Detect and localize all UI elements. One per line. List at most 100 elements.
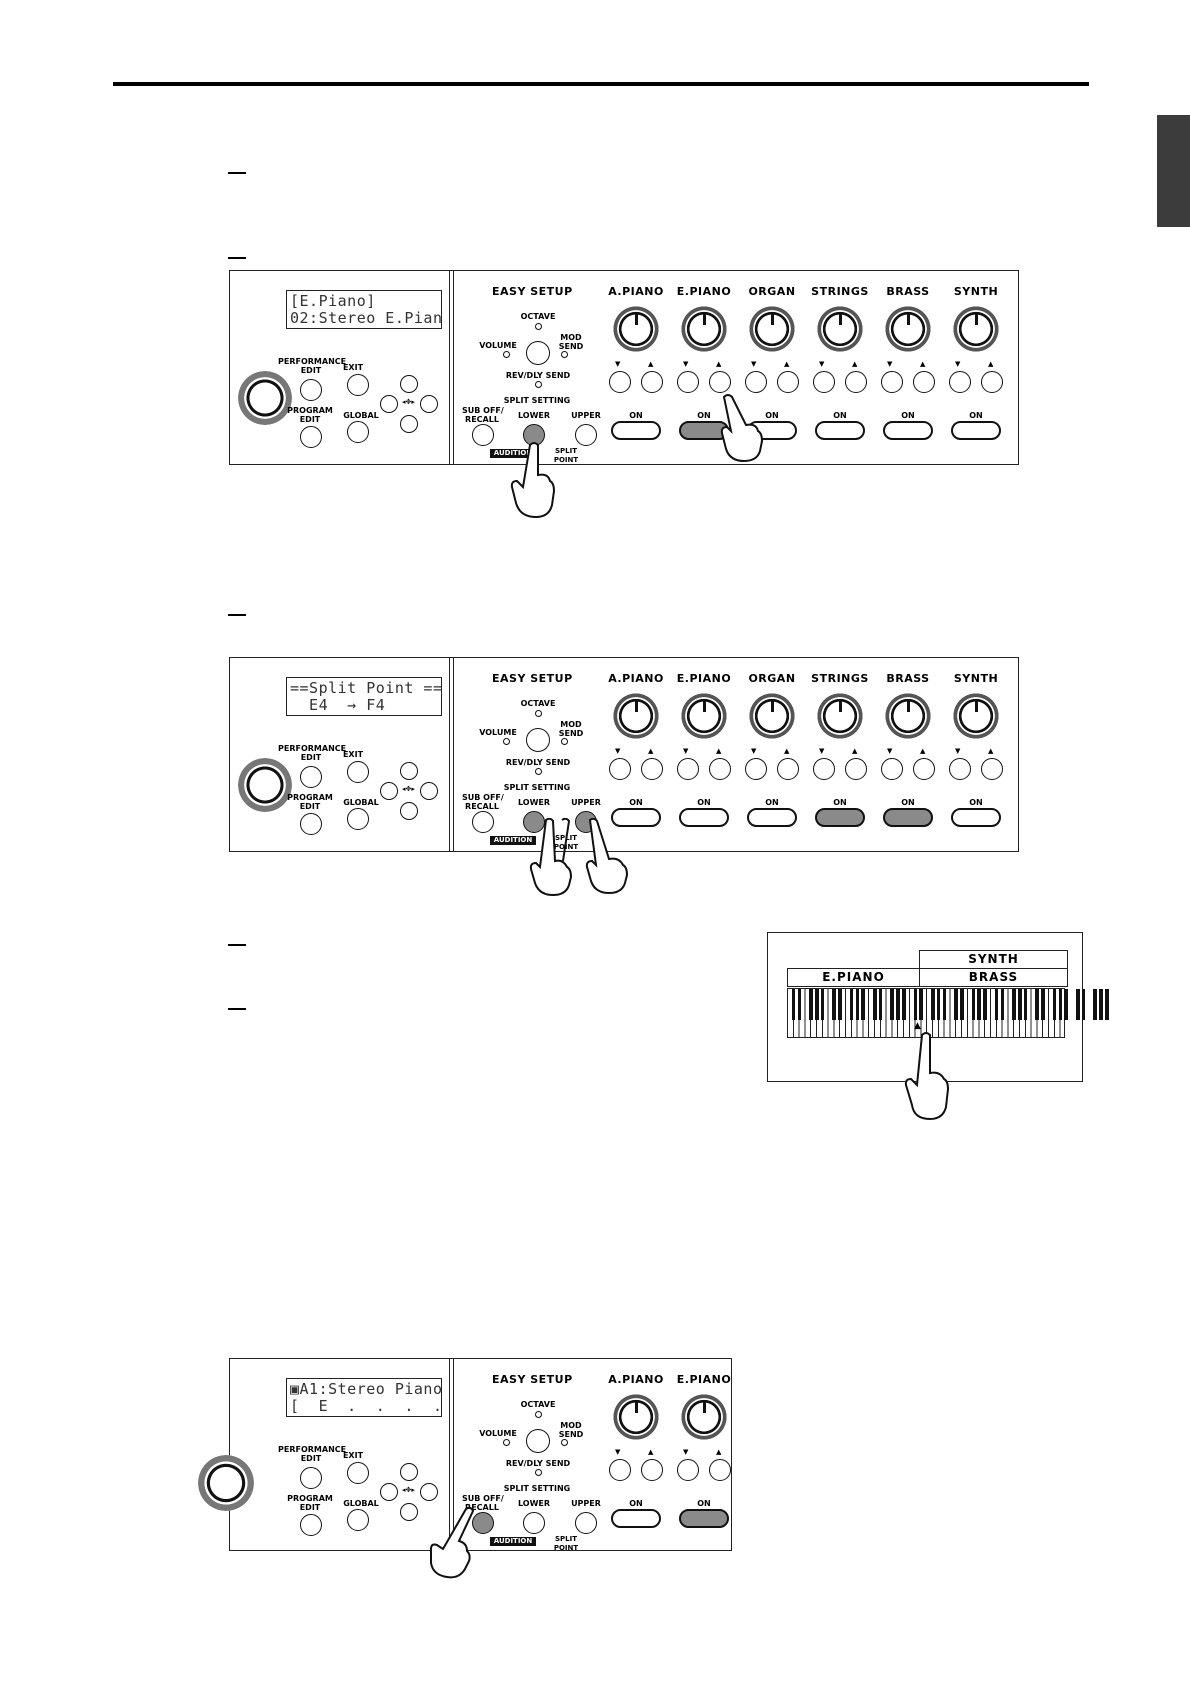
lower-button[interactable] bbox=[523, 1512, 545, 1534]
cursor-down-button[interactable] bbox=[400, 415, 418, 433]
black-key[interactable] bbox=[1105, 989, 1109, 1020]
timbre-on-button[interactable] bbox=[611, 808, 661, 827]
variation-up-button[interactable] bbox=[709, 758, 731, 780]
upper-button[interactable] bbox=[575, 811, 597, 833]
black-key[interactable] bbox=[1041, 989, 1045, 1020]
sub-off-recall-button[interactable] bbox=[472, 811, 494, 833]
timbre-knob[interactable] bbox=[952, 692, 1000, 740]
black-key[interactable] bbox=[832, 989, 836, 1020]
black-key[interactable] bbox=[878, 989, 883, 1020]
timbre-on-button[interactable] bbox=[815, 421, 865, 440]
black-key[interactable] bbox=[913, 989, 918, 1020]
black-key[interactable] bbox=[873, 989, 877, 1020]
cursor-down-button[interactable] bbox=[400, 802, 418, 820]
black-key[interactable] bbox=[1099, 989, 1103, 1020]
variation-up-button[interactable] bbox=[709, 1459, 731, 1481]
variation-down-button[interactable] bbox=[609, 371, 631, 393]
black-key[interactable] bbox=[890, 989, 894, 1020]
black-key[interactable] bbox=[960, 989, 964, 1020]
variation-up-button[interactable] bbox=[913, 758, 935, 780]
variation-down-button[interactable] bbox=[881, 371, 903, 393]
black-key[interactable] bbox=[1076, 989, 1080, 1020]
cursor-up-button[interactable] bbox=[400, 375, 418, 393]
variation-up-button[interactable] bbox=[709, 371, 731, 393]
black-key[interactable] bbox=[1093, 989, 1097, 1020]
program-edit-button[interactable] bbox=[300, 1514, 322, 1536]
timbre-on-button[interactable] bbox=[747, 421, 797, 440]
black-key[interactable] bbox=[931, 989, 935, 1020]
variation-up-button[interactable] bbox=[641, 371, 663, 393]
cursor-left-button[interactable] bbox=[380, 1483, 398, 1501]
cursor-down-button[interactable] bbox=[400, 1503, 418, 1521]
lower-button[interactable] bbox=[523, 424, 545, 446]
variation-down-button[interactable] bbox=[677, 371, 699, 393]
variation-down-button[interactable] bbox=[813, 371, 835, 393]
global-button[interactable] bbox=[347, 421, 369, 443]
lower-button[interactable] bbox=[523, 811, 545, 833]
timbre-knob[interactable] bbox=[680, 305, 728, 353]
black-key[interactable] bbox=[942, 989, 947, 1020]
black-key[interactable] bbox=[797, 989, 802, 1020]
performance-edit-button[interactable] bbox=[300, 766, 322, 788]
black-key[interactable] bbox=[861, 989, 865, 1020]
global-button[interactable] bbox=[347, 1509, 369, 1531]
timbre-on-button[interactable] bbox=[611, 1509, 661, 1528]
black-key[interactable] bbox=[983, 989, 987, 1020]
black-key[interactable] bbox=[1081, 989, 1086, 1020]
black-key[interactable] bbox=[977, 989, 981, 1020]
easy-setup-select-button[interactable] bbox=[526, 728, 550, 752]
variation-down-button[interactable] bbox=[745, 758, 767, 780]
program-edit-button[interactable] bbox=[300, 813, 322, 835]
black-key[interactable] bbox=[1023, 989, 1028, 1020]
performance-edit-button[interactable] bbox=[300, 379, 322, 401]
timbre-on-button[interactable] bbox=[951, 808, 1001, 827]
black-key[interactable] bbox=[936, 989, 941, 1020]
exit-button[interactable] bbox=[347, 761, 369, 783]
timbre-on-button[interactable] bbox=[747, 808, 797, 827]
timbre-knob[interactable] bbox=[884, 692, 932, 740]
black-key[interactable] bbox=[994, 989, 999, 1020]
black-key[interactable] bbox=[1058, 989, 1063, 1020]
variation-up-button[interactable] bbox=[845, 758, 867, 780]
black-key[interactable] bbox=[1035, 989, 1039, 1020]
black-key[interactable] bbox=[971, 989, 976, 1020]
timbre-knob[interactable] bbox=[952, 305, 1000, 353]
variation-up-button[interactable] bbox=[981, 371, 1003, 393]
black-key[interactable] bbox=[1064, 989, 1068, 1020]
keyboard-keys[interactable] bbox=[787, 988, 1109, 1038]
black-key[interactable] bbox=[954, 989, 958, 1020]
cursor-left-button[interactable] bbox=[380, 782, 398, 800]
variation-down-button[interactable] bbox=[609, 758, 631, 780]
black-key[interactable] bbox=[896, 989, 900, 1020]
value-dial[interactable] bbox=[238, 758, 292, 812]
upper-button[interactable] bbox=[575, 424, 597, 446]
timbre-on-button[interactable] bbox=[883, 421, 933, 440]
cursor-up-button[interactable] bbox=[400, 762, 418, 780]
variation-down-button[interactable] bbox=[881, 758, 903, 780]
sub-off-recall-button[interactable] bbox=[472, 1512, 494, 1534]
timbre-on-button[interactable] bbox=[611, 421, 661, 440]
exit-button[interactable] bbox=[347, 1462, 369, 1484]
global-button[interactable] bbox=[347, 808, 369, 830]
timbre-knob[interactable] bbox=[748, 692, 796, 740]
cursor-right-button[interactable] bbox=[420, 395, 438, 413]
variation-up-button[interactable] bbox=[641, 1459, 663, 1481]
black-key[interactable] bbox=[809, 989, 813, 1020]
variation-down-button[interactable] bbox=[609, 1459, 631, 1481]
timbre-knob[interactable] bbox=[612, 692, 660, 740]
timbre-knob[interactable] bbox=[680, 692, 728, 740]
variation-down-button[interactable] bbox=[677, 758, 699, 780]
black-key[interactable] bbox=[849, 989, 854, 1020]
value-dial[interactable] bbox=[238, 371, 292, 425]
variation-up-button[interactable] bbox=[777, 371, 799, 393]
timbre-on-button[interactable] bbox=[679, 421, 729, 440]
variation-up-button[interactable] bbox=[981, 758, 1003, 780]
variation-up-button[interactable] bbox=[845, 371, 867, 393]
program-edit-button[interactable] bbox=[300, 426, 322, 448]
variation-down-button[interactable] bbox=[949, 371, 971, 393]
timbre-on-button[interactable] bbox=[815, 808, 865, 827]
value-dial[interactable] bbox=[198, 1455, 254, 1511]
timbre-on-button[interactable] bbox=[679, 1509, 729, 1528]
timbre-knob[interactable] bbox=[884, 305, 932, 353]
black-key[interactable] bbox=[855, 989, 860, 1020]
